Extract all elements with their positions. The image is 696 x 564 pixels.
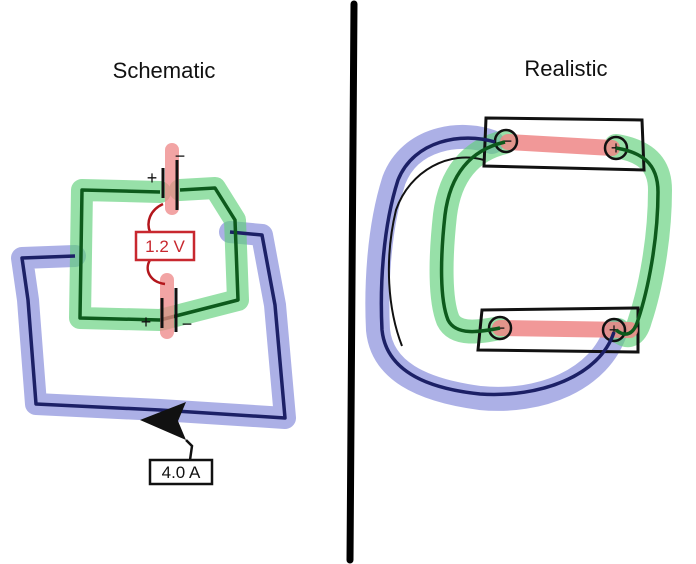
realistic-green-wire-left: [439, 140, 506, 334]
current-arrow-icon: [140, 402, 186, 440]
realistic-top-negative-sign: −: [502, 131, 513, 151]
current-label: 4.0 A: [148, 458, 214, 486]
realistic-black-wire: [387, 156, 485, 347]
voltage-value: 1.2 V: [145, 237, 185, 256]
schematic-title: Schematic: [113, 58, 216, 83]
voltage-connector: [146, 202, 166, 286]
current-pointer: [185, 439, 194, 461]
battery-bottom-positive-sign: +: [141, 312, 152, 332]
realistic-battery-top: − +: [482, 116, 646, 172]
realistic-blue-wire: [379, 136, 616, 397]
realistic-blue-highlight: [365, 124, 628, 411]
battery-top-positive-sign: +: [147, 168, 158, 188]
realistic-panel: − + − +: [365, 116, 673, 411]
schematic-green-wire: [78, 186, 240, 322]
realistic-title: Realistic: [524, 56, 607, 81]
current-value: 4.0 A: [162, 463, 201, 482]
voltage-label: 1.2 V: [134, 230, 196, 262]
battery-terminal-positive: [601, 317, 627, 343]
battery-bottom-negative-sign: −: [182, 314, 193, 334]
schematic-battery-bottom: + −: [141, 273, 193, 339]
schematic-blue-wire: [20, 230, 287, 420]
battery-case: [476, 306, 640, 354]
panel-divider: [346, 0, 358, 564]
battery-terminal-negative: [487, 315, 513, 341]
schematic-panel: + − + − 1.2 V 4.0 A: [11, 143, 296, 486]
schematic-battery-top: + −: [147, 143, 186, 215]
battery-top-negative-sign: −: [175, 146, 186, 166]
realistic-bottom-positive-sign: +: [609, 320, 620, 340]
realistic-green-wire-right: [614, 146, 660, 336]
battery-terminal-positive: [603, 135, 629, 161]
